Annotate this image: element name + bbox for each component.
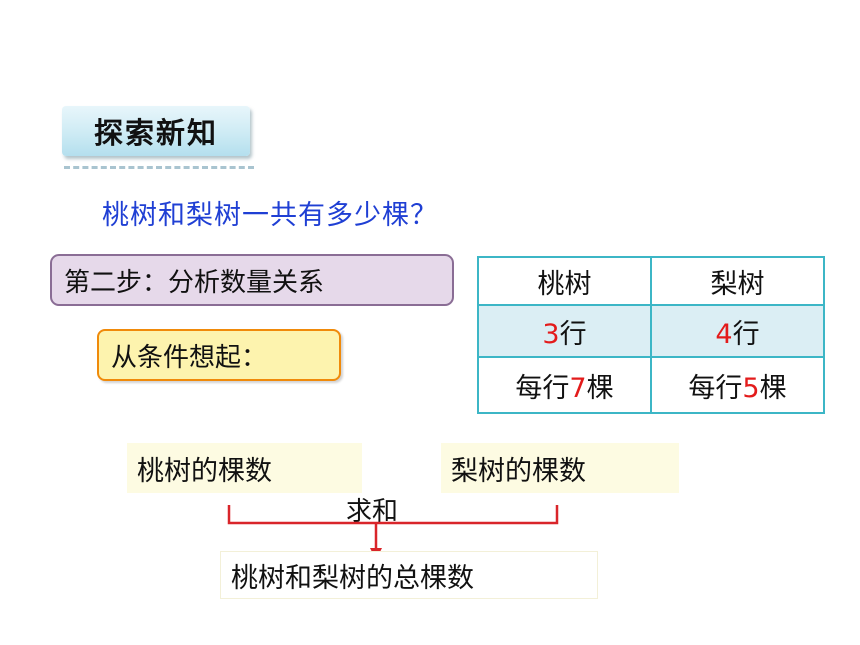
step-two-box: 第二步：分析数量关系	[50, 254, 454, 306]
table-row-per-row: 每行7棵 每行5棵	[477, 356, 825, 414]
peach-rows-number: 3	[542, 318, 560, 350]
table-row-rows: 3行 4行	[477, 304, 825, 358]
pear-rows-number: 4	[715, 318, 733, 350]
peach-count-text: 桃树的棵数	[137, 455, 272, 487]
pear-per-row-prefix: 每行	[688, 372, 743, 404]
peach-per-row-prefix: 每行	[515, 372, 570, 404]
total-count-label: 桃树和梨树的总棵数	[220, 551, 598, 599]
pear-count-label: 梨树的棵数	[441, 443, 679, 493]
peach-rows-unit: 行	[559, 318, 587, 350]
peach-count-label: 桃树的棵数	[127, 443, 362, 493]
pear-per-row-unit: 棵	[759, 372, 787, 404]
table-header-peach: 桃树	[477, 256, 652, 306]
table-header-row: 桃树 梨树	[477, 256, 825, 306]
table-cell-peach-rows: 3行	[477, 304, 652, 358]
condition-box: 从条件想起：	[97, 329, 341, 381]
condition-label: 从条件想起：	[111, 342, 268, 373]
peach-per-row-number: 7	[569, 372, 587, 404]
table-header-pear: 梨树	[650, 256, 825, 306]
table-cell-pear-rows: 4行	[650, 304, 825, 358]
peach-per-row-unit: 棵	[586, 372, 614, 404]
pear-rows-unit: 行	[732, 318, 760, 350]
pear-count-text: 梨树的棵数	[451, 455, 586, 487]
total-count-text: 桃树和梨树的总棵数	[231, 562, 474, 594]
dashed-divider	[64, 166, 254, 169]
step-two-label: 第二步：分析数量关系	[64, 267, 325, 298]
section-tag: 探索新知	[62, 106, 250, 156]
table-cell-pear-per-row: 每行5棵	[650, 356, 825, 414]
table-cell-peach-per-row: 每行7棵	[477, 356, 652, 414]
tree-data-table: 桃树 梨树 3行 4行 每行7棵 每行5棵	[477, 256, 825, 414]
question-text: 桃树和梨树一共有多少棵？	[102, 200, 438, 231]
pear-per-row-number: 5	[742, 372, 760, 404]
